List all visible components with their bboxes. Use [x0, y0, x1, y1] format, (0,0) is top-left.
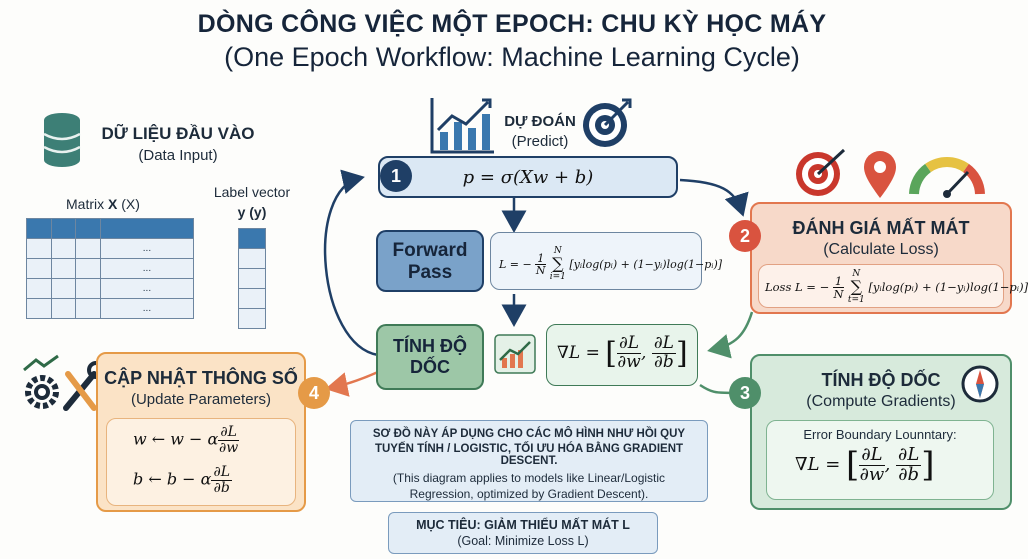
goal-box: MỤC TIÊU: GIẢM THIỂU MẤT MÁT L (Goal: Mi… — [388, 512, 658, 554]
predict-title: DỰ ĐOÁN — [504, 113, 576, 130]
loss-box: ĐÁNH GIÁ MẤT MÁT (Calculate Loss) Loss L… — [750, 202, 1028, 314]
forward-pass-line2: Pass — [407, 262, 453, 283]
step-3-badge: 3 — [729, 377, 761, 409]
gradient-center-line2: DỐC — [410, 357, 450, 377]
update-title: CẬP NHẬT THÔNG SỐ — [104, 368, 298, 388]
growth-chart-icon — [430, 98, 494, 154]
data-input-title: DỮ LIỆU ĐẦU VÀO — [101, 124, 255, 143]
forward-pass-line1: Forward — [392, 240, 468, 261]
gradient-formula-box: Error Boundary Lounntary: ∇L = [∂L∂w, ∂L… — [766, 420, 994, 500]
arrow-gradient-to-step3 — [699, 383, 733, 395]
target-arrow-icon — [796, 148, 846, 196]
arrow-loss-to-gradient — [707, 311, 754, 359]
update-formula-box: w ← w − α∂L∂w b ← b − α∂L∂b — [106, 418, 296, 506]
gradient-formula: ∇L = [∂L∂w, ∂L∂b] — [795, 443, 935, 485]
forward-pass-box: Forward Pass — [376, 230, 484, 292]
update-box: CẬP NHẬT THÔNG SỐ (Update Parameters) w … — [96, 352, 306, 512]
page-subtitle: (One Epoch Workflow: Machine Learning Cy… — [224, 42, 800, 72]
label-vector-y — [238, 228, 266, 329]
label-vector-caption: Label vector — [213, 184, 291, 200]
arrow-gradient-to-predict — [323, 169, 379, 357]
loss-subtitle: (Calculate Loss) — [823, 241, 939, 258]
arrow-gradient-to-update — [325, 370, 379, 397]
step-2-badge: 2 — [729, 220, 761, 252]
gradient-center-box: TÍNH ĐỘ DỐC — [376, 324, 484, 390]
predict-formula: p = σ(Xw + b) — [462, 167, 594, 188]
matrix-label: Matrix X (X) — [66, 196, 140, 212]
step-4-badge: 4 — [298, 377, 330, 409]
gradient-center-formula-box: ∇L = [∂L∂w, ∂L∂b] — [546, 324, 698, 386]
loss-title: ĐÁNH GIÁ MẤT MÁT — [792, 218, 970, 238]
note-line2: TUYẾN TÍNH / LOGISTIC, TỐI ƯU HÓA BẰNG G… — [374, 443, 684, 467]
update-subtitle: (Update Parameters) — [130, 391, 272, 408]
gradient-center-line1: TÍNH ĐỘ — [393, 336, 467, 356]
update-w-formula: w ← w − α∂L∂w — [133, 424, 239, 456]
gradient-subtitle: (Compute Gradients) — [806, 393, 956, 410]
predict-formula-box: p = σ(Xw + b) — [378, 156, 678, 198]
goal-line1: MỤC TIÊU: GIẢM THIỂU MẤT MÁT L — [416, 518, 630, 532]
note-line1: SƠ ĐỒ NÀY ÁP DỤNG CHO CÁC MÔ HÌNH NHƯ HỒ… — [372, 428, 686, 440]
gradient-center-formula: ∇L = [∂L∂w, ∂L∂b] — [557, 333, 688, 372]
matrix-x: ... ... ... ... — [26, 218, 195, 319]
location-pin-icon — [864, 151, 896, 198]
target-icon — [583, 98, 632, 147]
gear-wrench-icon — [23, 354, 105, 411]
update-b-formula: b ← b − α∂L∂b — [133, 464, 232, 496]
arrow-predict-to-loss — [679, 178, 749, 217]
compass-icon — [961, 365, 999, 403]
note-line3: (This diagram applies to models like Lin… — [392, 471, 666, 485]
note-line4: Regression, optimized by Gradient Descen… — [409, 487, 649, 501]
label-vector-symbol: y (y) — [237, 204, 267, 220]
gradient-caption: Error Boundary Lounntary: — [803, 427, 957, 442]
goal-line2: (Goal: Minimize Loss L) — [457, 534, 589, 548]
data-input-subtitle: (Data Input) — [138, 147, 218, 164]
step-1-badge: 1 — [380, 160, 412, 192]
predict-subtitle: (Predict) — [511, 133, 569, 150]
page-title: DÒNG CÔNG VIỆC MỘT EPOCH: CHU KỲ HỌC MÁY — [197, 10, 827, 38]
gauge-icon — [909, 157, 985, 198]
trend-chart-icon — [494, 334, 536, 374]
database-icon — [43, 113, 81, 167]
gradient-title: TÍNH ĐỘ DỐC — [821, 370, 941, 390]
note-box: SƠ ĐỒ NÀY ÁP DỤNG CHO CÁC MÔ HÌNH NHƯ HỒ… — [350, 420, 708, 502]
